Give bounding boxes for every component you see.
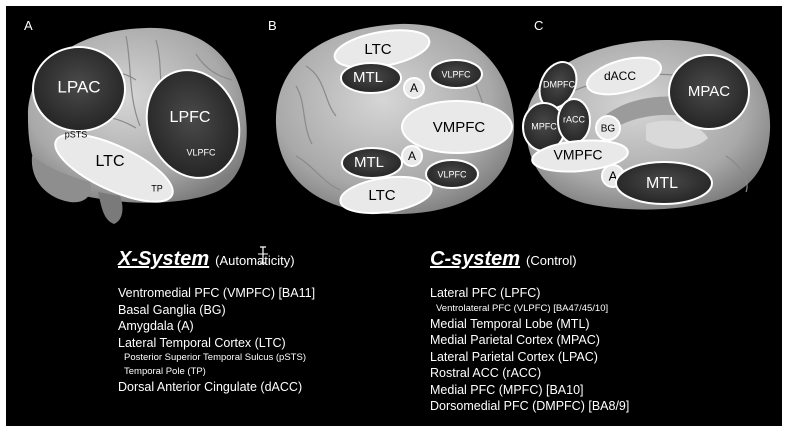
list-item: Dorsal Anterior Cingulate (dACC) bbox=[118, 380, 303, 394]
brainstem bbox=[98, 192, 123, 224]
x-system-name: X-System bbox=[118, 248, 210, 270]
label-mtl-b-top: MTL bbox=[353, 69, 383, 86]
label-ltc-b-top: LTC bbox=[364, 41, 391, 58]
region-bg bbox=[595, 115, 621, 141]
list-item: Posterior Superior Temporal Sulcus (pSTS… bbox=[124, 352, 306, 363]
list-item: Lateral Temporal Cortex (LTC) bbox=[118, 335, 286, 350]
panel-b: B LTC MTL A VLPFC VMPFC MTL A VLPFC bbox=[268, 18, 515, 215]
label-vlpfc-b-top: VLPFC bbox=[441, 69, 471, 79]
region-lpfc bbox=[145, 69, 241, 179]
region-ltc-a bbox=[54, 133, 174, 203]
label-ltc-a: LTC bbox=[95, 153, 124, 170]
region-ltc-b-bot bbox=[339, 175, 433, 215]
c-system-list: Lateral PFC (LPFC) Ventrolateral PFC (VLP… bbox=[430, 285, 629, 415]
list-item: Medial Parietal Cortex (MPAC) bbox=[430, 333, 600, 347]
region-dacc bbox=[586, 56, 662, 96]
label-mtl-c: MTL bbox=[646, 175, 678, 192]
panel-a: A LPAC LPFC VLPFC pSTS LTC TP bbox=[24, 18, 247, 224]
label-a-c: A bbox=[609, 168, 618, 183]
label-tp: TP bbox=[151, 183, 163, 193]
label-psts: pSTS bbox=[65, 129, 88, 139]
label-vlpfc-a: VLPFC bbox=[186, 147, 216, 157]
label-vlpfc-b-bot: VLPFC bbox=[437, 169, 467, 179]
region-mpac bbox=[668, 54, 750, 130]
region-vlpfc-b-bot bbox=[425, 159, 479, 189]
x-system-description: (Automaticity) bbox=[215, 253, 295, 268]
label-dmpfc: DMPFC bbox=[543, 79, 575, 89]
label-ltc-b-bot: LTC bbox=[368, 187, 395, 204]
label-bg: BG bbox=[601, 124, 616, 135]
list-item: Rostral ACC (rACC) bbox=[430, 366, 542, 380]
text-cursor-icon bbox=[258, 246, 268, 264]
cerebellum bbox=[31, 156, 92, 203]
region-mtl-c bbox=[615, 161, 713, 205]
panel-c-letter: C bbox=[534, 18, 543, 33]
label-dacc: dACC bbox=[604, 69, 636, 83]
figure-frame: A LPAC LPFC VLPFC pSTS LTC TP B bbox=[6, 6, 782, 426]
list-item: Medial Temporal Lobe (MTL) bbox=[430, 316, 590, 331]
label-mtl-b-bot: MTL bbox=[354, 154, 384, 171]
list-item: Medial PFC (MPFC) [BA10] bbox=[430, 382, 584, 397]
list-item: Ventrolateral PFC (VLPFC) [BA47/45/10] bbox=[436, 302, 609, 314]
label-lpfc: LPFC bbox=[170, 109, 211, 126]
x-system-heading: X-System (Automaticity) bbox=[118, 248, 315, 271]
label-lpac: LPAC bbox=[57, 77, 100, 96]
c-system-heading: C-system (Control) bbox=[430, 248, 629, 271]
list-item: Lateral Parietal Cortex (LPAC) bbox=[430, 349, 598, 364]
label-mpfc: MPFC bbox=[531, 121, 557, 131]
region-a-b-bot bbox=[401, 145, 423, 167]
brain-figure: A LPAC LPFC VLPFC pSTS LTC TP B bbox=[24, 18, 771, 224]
x-system-legend: X-System (Automaticity) Ventromedial PFC … bbox=[118, 248, 315, 396]
list-item: Temporal Pole (TP) bbox=[124, 366, 206, 377]
list-item: Amygdala (A) bbox=[118, 319, 194, 333]
label-racc: rACC bbox=[563, 114, 585, 124]
region-mtl-b-bot bbox=[341, 147, 403, 179]
label-vmpfc-b: VMPFC bbox=[433, 119, 486, 136]
list-item: Ventromedial PFC (VMPFC) [BA11] bbox=[118, 286, 316, 300]
list-item: Basal Ganglia (BG) bbox=[118, 302, 226, 317]
label-vmpfc-c: VMPFC bbox=[554, 147, 603, 163]
list-item: Lateral PFC (LPFC) bbox=[430, 286, 541, 300]
label-mpac: MPAC bbox=[688, 83, 730, 100]
region-vlpfc-b-top bbox=[429, 59, 483, 89]
panel-b-letter: B bbox=[268, 18, 277, 33]
c-system-name: C-system bbox=[430, 248, 521, 270]
x-system-list: Ventromedial PFC (VMPFC) [BA11] Basal Gan… bbox=[118, 285, 315, 396]
label-a-b-top: A bbox=[410, 81, 418, 95]
region-vmpfc-b bbox=[401, 100, 513, 154]
region-vmpfc-c bbox=[531, 139, 629, 173]
region-mtl-b-top bbox=[340, 62, 402, 94]
panel-c: C DMPFC dACC MPAC MPFC rACC BG VMPFC A bbox=[522, 18, 771, 210]
region-a-b-top bbox=[403, 77, 425, 99]
panel-a-letter: A bbox=[24, 18, 33, 33]
region-lpac bbox=[32, 46, 126, 132]
c-system-description: (Control) bbox=[526, 253, 577, 268]
list-item: Dorsomedial PFC (DMPFC) [BA8/9] bbox=[430, 399, 630, 413]
label-a-b-bot: A bbox=[408, 149, 416, 163]
thalamus bbox=[646, 120, 708, 149]
c-system-legend: C-system (Control) Lateral PFC (LPFC) Vent… bbox=[430, 248, 629, 415]
